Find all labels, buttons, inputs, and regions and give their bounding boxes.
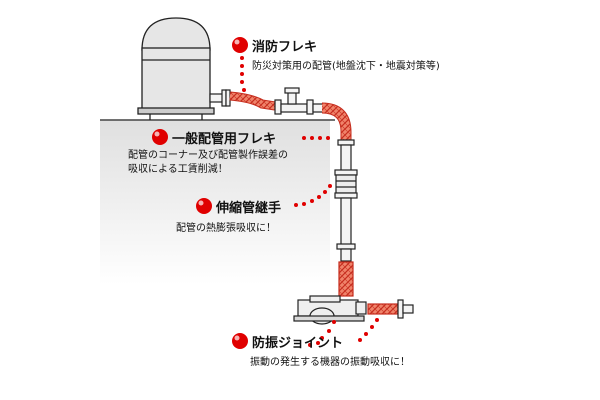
annotation-vibration-joint: 防振ジョイント — [252, 332, 343, 351]
annotation-desc: 配管の熱膨張吸収に！ — [176, 223, 276, 234]
leader-fire-flex — [240, 56, 246, 92]
bullet-general-flex — [152, 129, 168, 145]
annotation-expansion-joint: 伸縮管継手 — [216, 197, 281, 216]
leader-general-flex — [302, 136, 330, 140]
annotation-title: 防振ジョイント — [252, 336, 344, 351]
horizontal-vibration-flex — [367, 303, 399, 315]
annotation-expansion-joint-desc: 配管の熱膨張吸収に！ — [176, 222, 276, 236]
annotation-desc: 振動の発生する機器の振動吸収に！ — [250, 357, 410, 368]
annotation-desc: 吸収による工賃削減！ — [128, 164, 228, 175]
annotation-title: 一般配管用フレキ — [172, 132, 277, 147]
annotation-title: 伸縮管継手 — [216, 201, 282, 216]
annotation-general-flex: 一般配管用フレキ — [172, 128, 276, 147]
leader-vibration — [308, 318, 379, 347]
annotation-fire-flex: 消防フレキ 防災対策用の配管(地盤沈下・地震対策等) — [252, 36, 440, 74]
vertical-riser — [334, 139, 358, 262]
annotation-vibration-joint-desc: 振動の発生する機器の振動吸収に！ — [250, 356, 410, 370]
vertical-vibration-flex — [338, 261, 354, 297]
annotation-title: 消防フレキ — [252, 40, 318, 55]
annotation-desc: 配管のコーナー及び配管製作誤差の — [128, 150, 288, 161]
water-tank — [137, 17, 215, 120]
horizontal-pipe — [274, 87, 324, 115]
outlet-pipe — [209, 89, 231, 107]
bullet-fire-flex — [232, 37, 248, 53]
leader-expansion — [294, 184, 332, 207]
annotation-general-flex-desc: 配管のコーナー及び配管製作誤差の 吸収による工賃削減！ — [128, 149, 288, 177]
pump — [293, 295, 367, 325]
ground-slab — [100, 120, 330, 285]
bullet-expansion — [196, 198, 212, 214]
leader-lines — [240, 56, 379, 347]
bullet-vibration — [232, 333, 248, 349]
annotation-desc: 防災対策用の配管(地盤沈下・地震対策等) — [252, 61, 440, 72]
